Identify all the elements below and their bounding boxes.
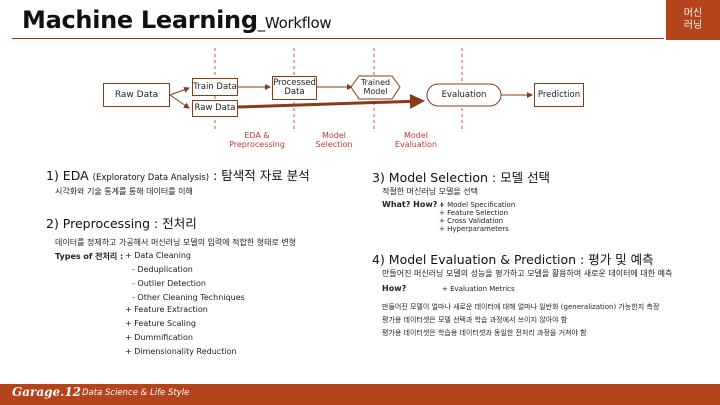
footer-brand: Garage.12 — [12, 385, 82, 399]
selection-item: + Feature Selection — [439, 209, 509, 217]
how-label-text: How? — [382, 284, 407, 293]
evaluation-description: 만들어진 머신러닝 모델의 성능을 평가하고 모델을 활용하여 새로운 데이터에… — [382, 269, 673, 278]
preprocessing-item: - Deduplication — [132, 265, 193, 274]
eda-heading-prefix: 1) EDA — [46, 168, 93, 183]
category-badge-line2: 러닝 — [683, 20, 703, 31]
footer-tagline: Data Science & Life Style — [82, 388, 190, 398]
preprocessing-item: + Data Cleaning — [125, 251, 191, 260]
preprocessing-item: - Outlier Detection — [132, 279, 206, 288]
processed-data-label-line2: Data — [284, 87, 305, 97]
preprocessing-heading: 2) Preprocessing : 전처리 — [46, 216, 197, 231]
title-underline — [12, 38, 664, 39]
eda-description: 시각화와 기술 통계를 통해 데이터를 이해 — [55, 187, 193, 196]
preprocessing-item: + Dummification — [125, 333, 193, 342]
prediction-label: Prediction — [537, 89, 581, 100]
preprocessing-item: + Feature Scaling — [125, 319, 196, 328]
raw-data-label: Raw Data — [114, 89, 159, 100]
processed-data-box: Processed Data — [272, 76, 317, 100]
selection-label: What? How? : — [382, 200, 443, 209]
selection-description: 적절한 머신러닝 모델을 선택 — [382, 187, 478, 196]
trained-model-label-line1: Trained — [360, 78, 391, 87]
category-badge-line1: 머신 — [683, 8, 703, 19]
workflow-diagram — [169, 48, 533, 130]
evaluation-note: 만들어진 모델이 얼마나 새로운 데이터에 대해 얼마나 일반화 (genera… — [382, 303, 660, 311]
category-badge: 머신 러닝 — [666, 0, 720, 40]
footer-bar — [0, 384, 720, 405]
stage-model-evaluation: Model Evaluation — [386, 131, 446, 149]
processed-data-label-line1: Processed — [273, 78, 316, 88]
preprocessing-types-label: Types of 전처리 : — [55, 251, 123, 262]
eda-heading-paren: (Exploratory Data Analysis) — [92, 173, 210, 183]
preprocessing-item: + Dimensionality Reduction — [125, 347, 237, 356]
evaluation-label: Evaluation — [441, 90, 487, 100]
train-data-label: Train Data — [193, 81, 237, 92]
flow-arrow-main — [237, 93, 425, 109]
evaluation-how-item: + Evaluation Metrics — [442, 285, 515, 293]
evaluation-text: Evaluation — [427, 90, 501, 100]
train-data-box: Train Data — [192, 78, 238, 96]
preprocessing-item: - Other Cleaning Techniques — [132, 293, 245, 302]
stage-selection-line1: Model — [321, 131, 347, 140]
title-sub: _Workflow — [257, 14, 332, 32]
selection-label-text: What? How? : — [382, 200, 444, 209]
stage-selection-line2: Selection — [315, 140, 353, 149]
raw-data-small-label: Raw Data — [194, 103, 236, 113]
evaluation-note: 평가용 데이터셋은 학습용 데이터셋과 동일한 전처리 과정을 거쳐야 함 — [382, 329, 587, 337]
selection-heading: 3) Model Selection : 모델 선택 — [372, 170, 551, 185]
stage-evaluation-line2: Evaluation — [394, 140, 438, 149]
preprocessing-description: 데이터를 정제하고 가공해서 머신러닝 모델의 입력에 적합한 형태로 변형 — [55, 238, 297, 247]
stage-evaluation-line1: Model — [403, 131, 429, 140]
title-main: Machine Learning — [22, 6, 258, 34]
stage-eda-preprocessing: EDA & Preprocessing — [222, 131, 292, 149]
eda-heading: 1) EDA (Exploratory Data Analysis) : 탐색적… — [46, 165, 310, 184]
trained-model-shape — [350, 75, 401, 100]
stage-eda-line2: Preprocessing — [229, 140, 285, 149]
raw-data-small-box: Raw Data — [192, 100, 238, 117]
selection-item: + Cross Validation — [439, 217, 504, 225]
raw-data-box: Raw Data — [103, 83, 170, 107]
eda-heading-suffix: : 탐색적 자료 분석 — [209, 168, 310, 183]
prediction-box: Prediction — [534, 83, 584, 107]
evaluation-how-label: How? — [382, 284, 406, 293]
page-title: Machine Learning_Workflow — [22, 6, 332, 34]
flow-arrow — [169, 86, 190, 96]
flow-arrow — [169, 94, 190, 109]
selection-item: + Model Specification — [439, 201, 516, 209]
preprocessing-item: + Feature Extraction — [125, 305, 208, 314]
evaluation-note: 평가용 데이터셋은 모델 선택과 학습 과정에서 쓰이지 않아야 함 — [382, 316, 568, 324]
stage-model-selection: Model Selection — [304, 131, 364, 149]
types-label-text: Types of 전처리 : — [55, 252, 124, 261]
stage-eda-line1: EDA & — [244, 131, 270, 140]
trained-model-label-line2: Model — [363, 87, 388, 96]
trained-model-text: Trained Model — [351, 78, 400, 96]
evaluation-heading: 4) Model Evaluation & Prediction : 평가 및 … — [372, 252, 654, 267]
selection-item: + Hyperparameters — [439, 225, 509, 233]
evaluation-shape — [426, 83, 502, 107]
